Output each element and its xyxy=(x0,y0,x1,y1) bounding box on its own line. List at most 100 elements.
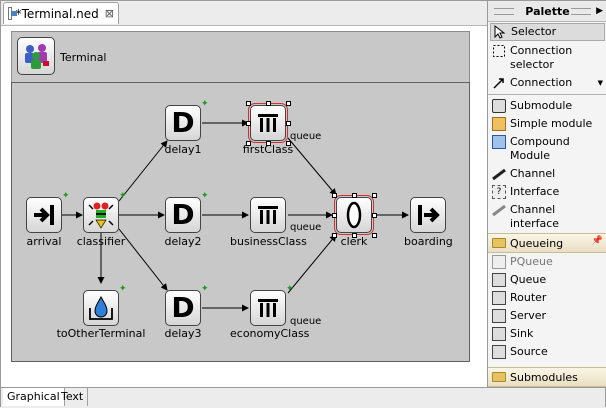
palette-selector-label: Selector xyxy=(511,25,557,38)
businessClass-label: businessClass xyxy=(230,235,307,248)
palette-grip xyxy=(571,8,591,15)
network-people-icon[interactable] xyxy=(17,37,55,75)
channel-icon xyxy=(492,168,506,181)
palette-connection-selector-label: Connection selector xyxy=(510,44,573,71)
palette-source[interactable]: Source xyxy=(488,343,606,361)
clerk-server-icon[interactable] xyxy=(334,195,374,235)
selection-handle[interactable] xyxy=(286,141,291,146)
delay3-glyph: D xyxy=(171,291,195,324)
sink-icon xyxy=(492,327,506,341)
economyClass-queue-icon[interactable] xyxy=(250,290,286,326)
palette-router[interactable]: Router xyxy=(488,289,606,307)
ned-file-icon xyxy=(8,7,17,20)
folder-open-icon xyxy=(492,372,506,382)
palette-submodule[interactable]: Submodule xyxy=(488,97,606,115)
palette-interface-label: Interface xyxy=(510,185,560,198)
selection-handle[interactable] xyxy=(266,141,271,146)
palette-compound-module-label: Compound Module xyxy=(510,135,570,162)
toOtherTerminal-star-icon: ✦ xyxy=(119,284,127,294)
palette-sink[interactable]: Sink xyxy=(488,325,606,343)
selection-handle[interactable] xyxy=(372,213,377,218)
editor-tab-terminal-ned[interactable]: *Terminal.ned ⊠ xyxy=(3,2,119,24)
selection-handle[interactable] xyxy=(332,233,337,238)
arrival-source-icon[interactable] xyxy=(26,197,62,233)
delay1-star-icon: ✦ xyxy=(201,99,209,109)
tab-text[interactable]: Text xyxy=(57,388,89,406)
conn-classifier-delay1 xyxy=(118,140,168,202)
arrow-pointer-icon xyxy=(494,25,506,39)
close-tab-icon[interactable]: ⊠ xyxy=(104,7,114,20)
palette-title: Palette xyxy=(525,4,570,18)
selection-handle[interactable] xyxy=(246,141,251,146)
classifier-star-icon: ✦ xyxy=(119,191,127,201)
palette-selector-tool[interactable]: Selector xyxy=(490,23,605,41)
delay2-delay-icon[interactable]: D xyxy=(165,197,201,233)
palette-channel[interactable]: Channel xyxy=(488,165,606,183)
selection-handle[interactable] xyxy=(332,213,337,218)
router-icon xyxy=(492,291,506,305)
palette-compound-module[interactable]: Compound Module xyxy=(488,133,606,165)
economyClass-star-icon: ✦ xyxy=(286,284,294,294)
palette-header[interactable]: Palette ▶ xyxy=(488,1,606,22)
firstClass-queue-icon[interactable] xyxy=(248,103,288,143)
toOtherTerminal-label: toOtherTerminal xyxy=(56,327,146,340)
submodule-area[interactable]: ✦ arrival ✦ classifier D ✦ delay1 xyxy=(11,82,470,362)
palette-channel-interface[interactable]: Channel interface xyxy=(488,201,606,233)
dashed-marquee-icon xyxy=(493,45,505,57)
delay3-label: delay3 xyxy=(164,327,202,340)
boarding-sink-icon[interactable] xyxy=(410,197,446,233)
palette-pqueue[interactable]: PQueue xyxy=(488,253,606,271)
editor-tab-title: *Terminal.ned xyxy=(15,6,99,21)
selection-handle[interactable] xyxy=(286,121,291,126)
palette-grip xyxy=(494,8,514,15)
businessClass-queue-label: queue xyxy=(290,222,322,233)
palette-server[interactable]: Server xyxy=(488,307,606,325)
palette-interface[interactable]: ? Interface xyxy=(488,183,606,201)
palette-simple-module-label: Simple module xyxy=(510,117,593,130)
selection-handle[interactable] xyxy=(246,101,251,106)
economyClass-queue-label: queue xyxy=(290,316,322,327)
businessClass-queue-icon[interactable] xyxy=(250,197,286,233)
palette-queue-label: Queue xyxy=(510,273,547,286)
palette-server-label: Server xyxy=(510,309,547,322)
selection-handle[interactable] xyxy=(266,101,271,106)
palette-channel-label: Channel xyxy=(510,167,556,180)
selection-handle[interactable] xyxy=(286,101,291,106)
classifier-router-icon[interactable] xyxy=(83,197,119,233)
pin-icon[interactable]: 📌 xyxy=(591,236,603,246)
selection-handle[interactable] xyxy=(352,193,357,198)
graphical-canvas[interactable]: Terminal xyxy=(2,26,486,387)
delay3-delay-icon[interactable]: D xyxy=(165,290,201,326)
palette-source-label: Source xyxy=(510,345,548,358)
palette-sink-label: Sink xyxy=(510,327,534,340)
palette-router-label: Router xyxy=(510,291,547,304)
palette-queue[interactable]: Queue xyxy=(488,271,606,289)
tab-graphical[interactable]: Graphical xyxy=(3,388,65,406)
classifier-label: classifier xyxy=(76,235,126,248)
selection-handle[interactable] xyxy=(372,193,377,198)
connection-dropdown-icon[interactable]: ▼ xyxy=(597,79,603,87)
folder-open-icon xyxy=(492,238,506,248)
clerk-label: clerk xyxy=(340,235,368,248)
palette-collapse-icon[interactable]: ▶ xyxy=(596,6,603,16)
delay1-glyph: D xyxy=(171,106,195,139)
boarding-label: boarding xyxy=(404,235,453,248)
server-icon xyxy=(492,309,506,323)
economyClass-label: economyClass xyxy=(230,327,310,340)
palette-simple-module[interactable]: Simple module xyxy=(488,115,606,133)
palette-channel-interface-label: Channel interface xyxy=(510,203,560,230)
delay1-delay-icon[interactable]: D xyxy=(165,105,201,141)
palette-drawer-submodules[interactable]: Submodules xyxy=(488,367,606,387)
palette-drawer-queueing[interactable]: Queueing 📌 xyxy=(488,233,606,253)
pqueue-icon xyxy=(492,255,506,269)
conn-firstClass-clerk xyxy=(287,137,337,196)
conn-economyClass-clerk xyxy=(287,234,337,294)
selection-handle[interactable] xyxy=(352,233,357,238)
selection-handle[interactable] xyxy=(246,121,251,126)
palette-connection-selector-tool[interactable]: Connection selector xyxy=(488,42,606,74)
selection-handle[interactable] xyxy=(372,233,377,238)
palette-connection-tool[interactable]: Connection ▼ xyxy=(488,74,606,92)
selection-handle[interactable] xyxy=(332,193,337,198)
drawer-queueing-label: Queueing xyxy=(510,236,564,250)
toOtherTerminal-sink-icon[interactable] xyxy=(83,290,119,326)
